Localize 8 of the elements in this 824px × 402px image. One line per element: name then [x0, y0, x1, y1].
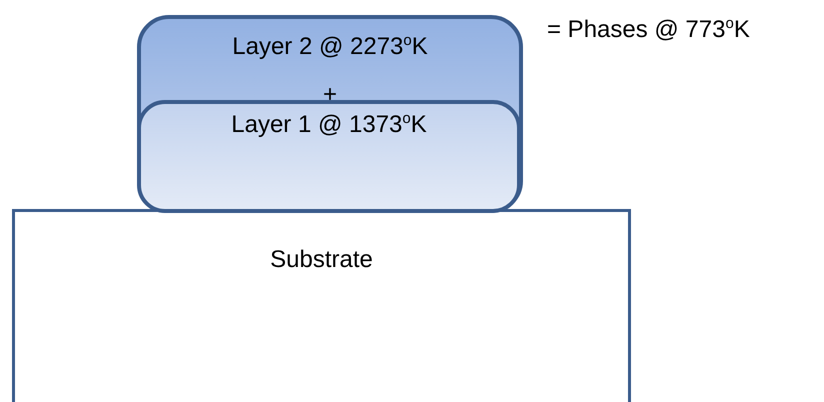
substrate-box — [12, 209, 631, 402]
substrate-label: Substrate — [270, 246, 373, 274]
layer-label: Layer 1 @ 1373$^{o}$K — [231, 111, 427, 139]
legend-note: = Phases @ 773$^{o}$K — [547, 16, 750, 44]
layer-label: Layer 2 @ 2273$^{o}$K — [232, 33, 428, 61]
plus-sign: + — [322, 81, 337, 109]
layer-box — [137, 15, 523, 213]
layer-box — [137, 100, 521, 213]
